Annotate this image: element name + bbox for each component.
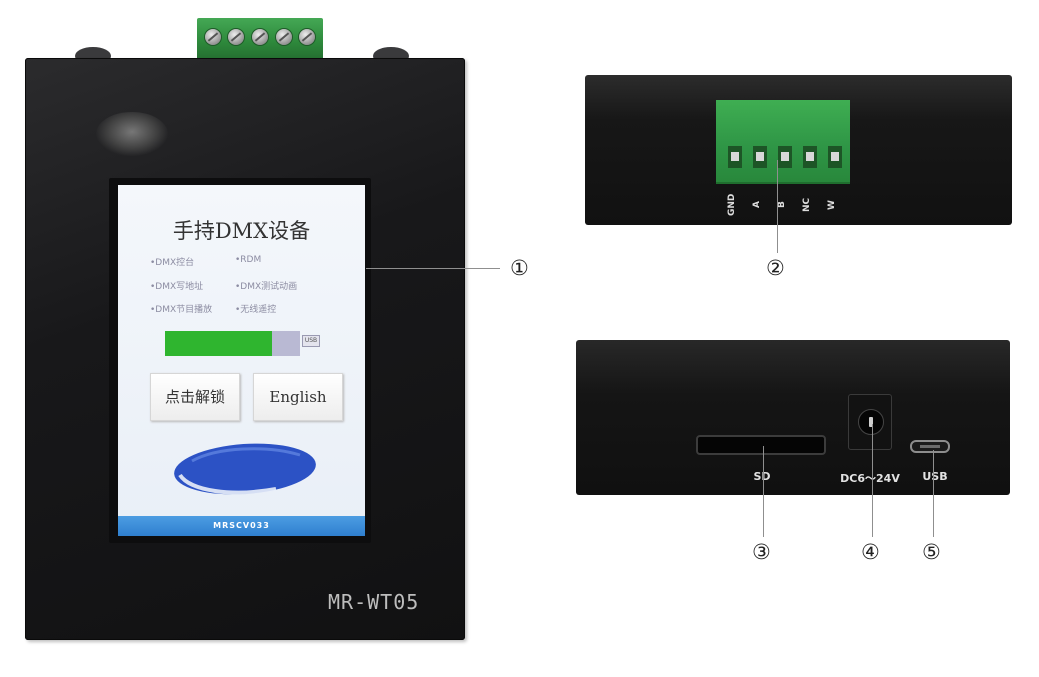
callout-number-terminal: ② <box>766 256 785 280</box>
sd-card-slot <box>696 435 826 455</box>
terminal-screw <box>299 29 316 45</box>
unlock-button[interactable]: 点击解锁 <box>150 373 240 421</box>
terminal-screw <box>756 152 764 161</box>
logo-ellipse <box>174 443 316 495</box>
usb-port-tongue <box>920 445 940 448</box>
terminal-label-w: W <box>827 200 837 210</box>
terminal-label-gnd: GND <box>727 193 737 217</box>
callout-line-terminal <box>777 160 778 253</box>
callout-number-power: ④ <box>861 540 880 564</box>
terminal-screw <box>731 152 739 161</box>
feature-item: •无线遥控 <box>235 305 277 315</box>
terminal-screw <box>275 29 292 45</box>
callout-number-screen: ① <box>510 256 529 280</box>
usb-port <box>910 440 950 453</box>
dc-jack-hole <box>858 409 884 435</box>
sd-label: SD <box>753 470 771 483</box>
terminal-screw <box>251 29 268 45</box>
terminal-screw <box>806 152 814 161</box>
logo-highlight <box>191 447 301 463</box>
model-label: MR-WT05 <box>328 590 420 614</box>
dc-jack-pin <box>869 417 873 427</box>
feature-item: •DMX节目播放 <box>150 305 213 315</box>
terminal-block <box>716 100 850 184</box>
callout-number-usb: ⑤ <box>922 540 941 564</box>
terminal-screw <box>781 152 789 161</box>
device-bottom-view <box>576 340 1010 495</box>
terminal-screw <box>204 29 221 45</box>
battery-fill <box>165 331 272 356</box>
power-label: DC6～24V <box>840 472 900 485</box>
dc-power-jack <box>848 394 892 450</box>
touch-screen: 手持DMX设备 •DMX控台 •RDM •DMX写地址 •DMX测试动画 •DM… <box>118 185 365 536</box>
callout-line-power <box>872 424 873 537</box>
screen-title: 手持DMX设备 <box>172 219 311 243</box>
terminal-slot <box>753 146 767 168</box>
battery-bar <box>165 331 300 356</box>
feature-item: •DMX写地址 <box>150 282 204 292</box>
terminal-label-a: A <box>752 201 762 209</box>
screen-footer-bar: MRSCV033 <box>118 516 365 536</box>
brand-logo-icon <box>174 443 316 495</box>
terminal-slot <box>828 146 842 168</box>
callout-line-sd <box>763 446 764 537</box>
callout-line-usb <box>933 450 934 537</box>
terminal-label-b: B <box>777 201 787 209</box>
callout-number-sd: ③ <box>752 540 771 564</box>
feature-item: •RDM <box>235 255 262 265</box>
feature-item: •DMX测试动画 <box>235 282 298 292</box>
feature-item: •DMX控台 <box>150 258 195 268</box>
terminal-screw <box>831 152 839 161</box>
light-reflection <box>96 112 168 156</box>
english-button[interactable]: English <box>253 373 343 421</box>
terminal-screw <box>228 29 245 45</box>
terminal-slot <box>728 146 742 168</box>
battery-label: USB <box>302 335 320 347</box>
terminal-slot <box>803 146 817 168</box>
usb-label: USB <box>922 470 948 483</box>
front-terminal-block <box>197 18 323 60</box>
terminal-slot <box>778 146 792 168</box>
callout-line-screen <box>366 268 500 269</box>
logo-swoosh <box>178 473 277 495</box>
terminal-label-nc: NC <box>802 197 812 213</box>
